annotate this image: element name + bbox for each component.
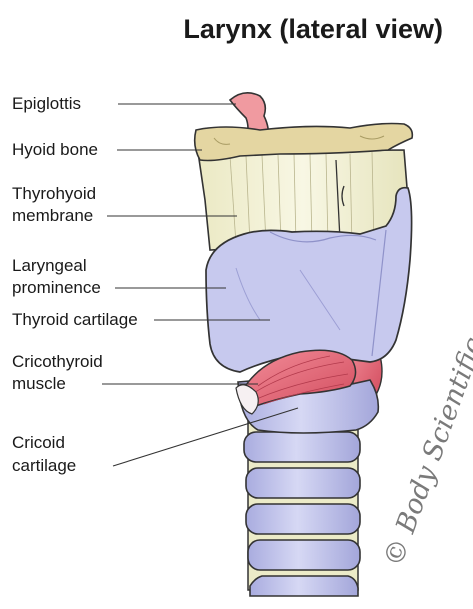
page-title: Larynx (lateral view) [183,14,443,44]
muscle-fibers [251,355,349,405]
label-cricothyroid-line2: muscle [12,374,66,393]
label-thyrohyoid-line1: Thyrohyoid [12,184,97,203]
label-hyoid-bone: Hyoid bone [12,140,99,159]
hyoid-bone-shape [193,122,414,162]
label-thyrohyoid-line2: membrane [12,206,94,225]
thyroid-cartilage-shape [205,186,413,373]
label-cricothyroid-line1: Cricothyroid [12,352,103,371]
leader-lines [102,103,299,467]
label-laryngeal-line1: Laryngeal [12,256,87,275]
membrane-striations [229,151,375,247]
label-cricoid-line1: Cricoid [12,433,65,452]
trachea [243,419,361,597]
label-thyroid-cartilage: Thyroid cartilage [12,310,138,329]
label-laryngeal-line2: prominence [12,278,101,297]
label-cricoid-line2: cartilage [12,456,77,475]
label-epiglottis: Epiglottis [12,94,81,113]
